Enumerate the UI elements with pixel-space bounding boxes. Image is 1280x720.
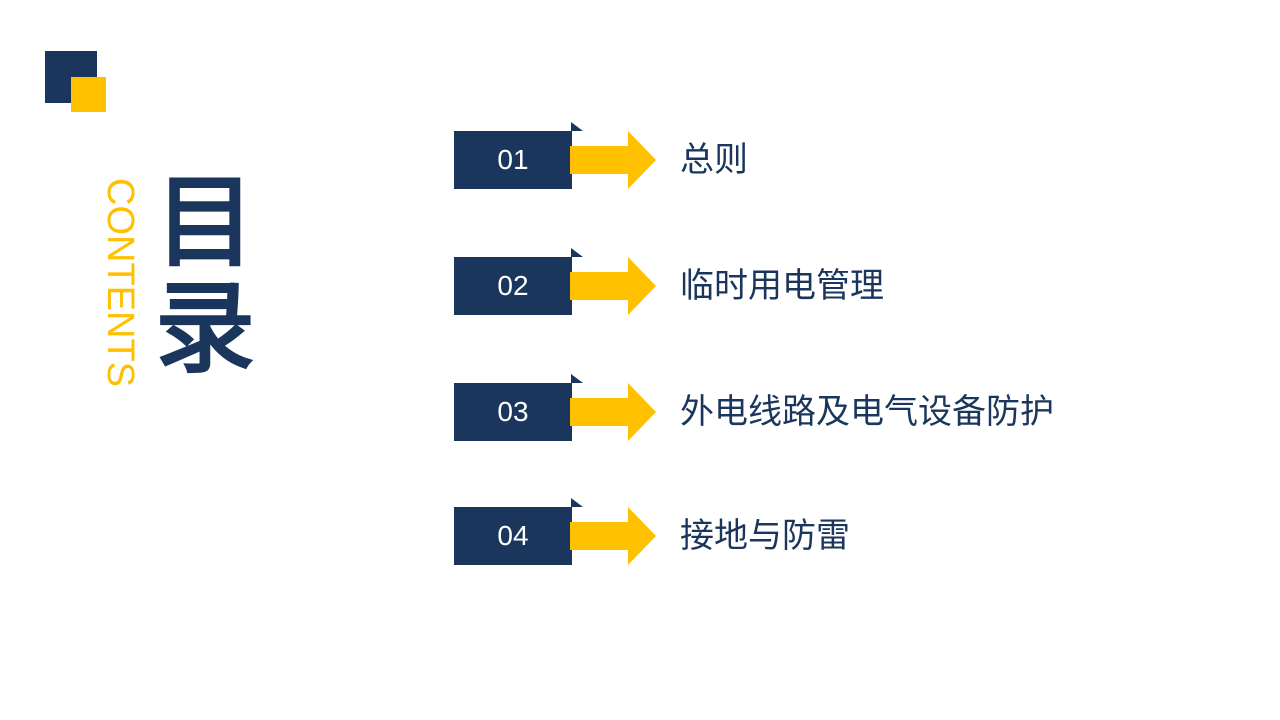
fold-corner xyxy=(571,498,583,507)
item-number: 04 xyxy=(454,507,572,565)
arrow-icon xyxy=(570,507,656,565)
page-title: 目录 xyxy=(155,164,255,387)
toc-item-3[interactable]: 03 外电线路及电气设备防护 xyxy=(454,374,1154,443)
toc-item-4[interactable]: 04 接地与防雷 xyxy=(454,498,1154,567)
toc-item-1[interactable]: 01 总则 xyxy=(454,122,1154,191)
item-label: 接地与防雷 xyxy=(680,516,850,556)
toc-item-2[interactable]: 02 临时用电管理 xyxy=(454,248,1154,317)
fold-corner xyxy=(571,374,583,383)
item-number: 03 xyxy=(454,383,572,441)
fold-corner xyxy=(571,122,583,131)
arrow-icon xyxy=(570,383,656,441)
fold-corner xyxy=(571,248,583,257)
item-number: 02 xyxy=(454,257,572,315)
item-number: 01 xyxy=(454,131,572,189)
corner-decoration-yellow xyxy=(71,77,106,112)
arrow-icon xyxy=(570,257,656,315)
item-label: 外电线路及电气设备防护 xyxy=(680,392,1054,432)
page-subtitle: CONTENTS xyxy=(99,178,141,387)
item-label: 临时用电管理 xyxy=(680,266,884,306)
arrow-icon xyxy=(570,131,656,189)
item-label: 总则 xyxy=(680,140,748,180)
